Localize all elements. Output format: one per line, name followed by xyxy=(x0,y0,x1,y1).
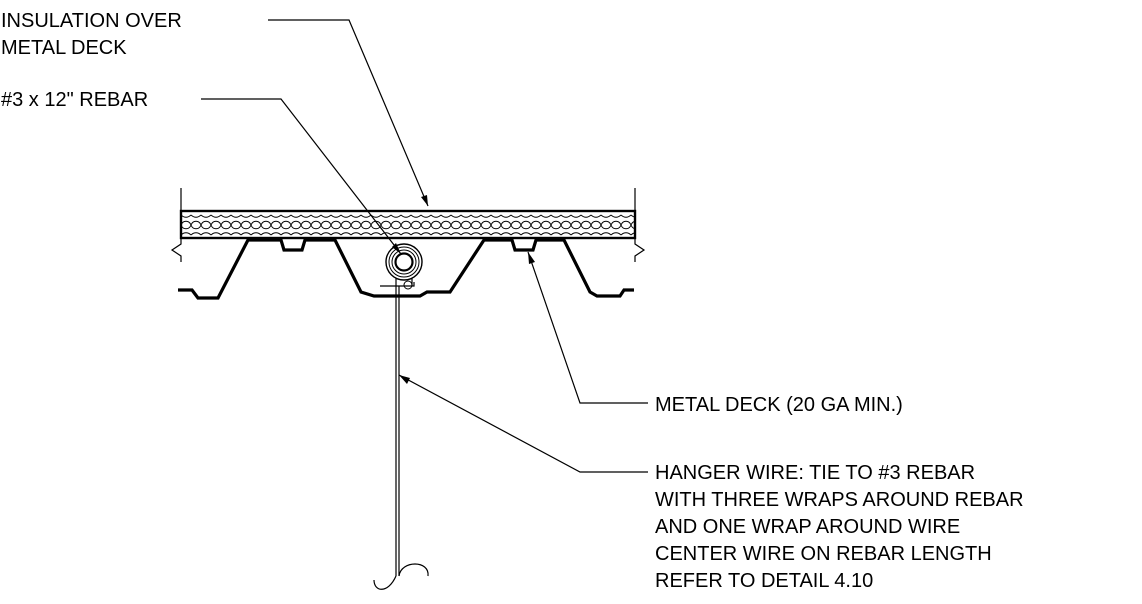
break-line-right xyxy=(634,188,646,262)
callout-metal-deck: METAL DECK (20 GA MIN.) xyxy=(655,394,903,416)
callout-hanger-wire: HANGER WIRE: TIE TO #3 REBAR WITH THREE … xyxy=(655,462,1029,592)
hanger-wire xyxy=(373,286,429,590)
leader-rebar xyxy=(201,98,402,255)
metal-deck-profile xyxy=(178,238,634,300)
callout-insulation: INSULATION OVER METAL DECK xyxy=(1,10,187,59)
leader-insulation xyxy=(268,19,429,207)
insulation-board xyxy=(179,209,637,240)
callout-rebar: #3 x 12" REBAR xyxy=(1,89,148,111)
rebar-with-wire-wraps xyxy=(380,243,423,290)
break-line-left xyxy=(170,188,182,262)
leader-metal-deck xyxy=(527,251,648,404)
leader-hanger-wire xyxy=(398,374,648,473)
